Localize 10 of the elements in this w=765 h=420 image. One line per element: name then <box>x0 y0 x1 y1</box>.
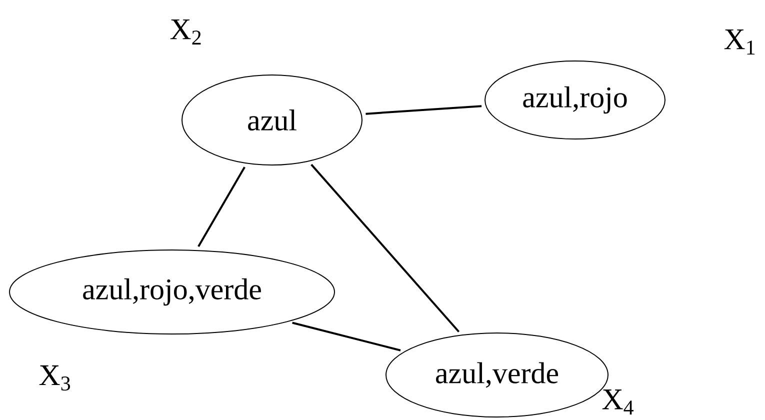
ellipse-node: azul,rojo,verde <box>9 250 335 334</box>
connector-line <box>310 164 460 332</box>
variable-label: X$_{3}$ <box>39 365 70 391</box>
ellipse-node: azul <box>182 74 362 166</box>
connector-line <box>198 166 246 248</box>
connector-line <box>292 322 401 352</box>
ellipse-node: azul,rojo <box>484 60 666 140</box>
variable-label: X$_{1}$ <box>724 30 755 54</box>
connector-line <box>366 105 482 115</box>
variable-label: X$_{2}$ <box>170 20 201 44</box>
